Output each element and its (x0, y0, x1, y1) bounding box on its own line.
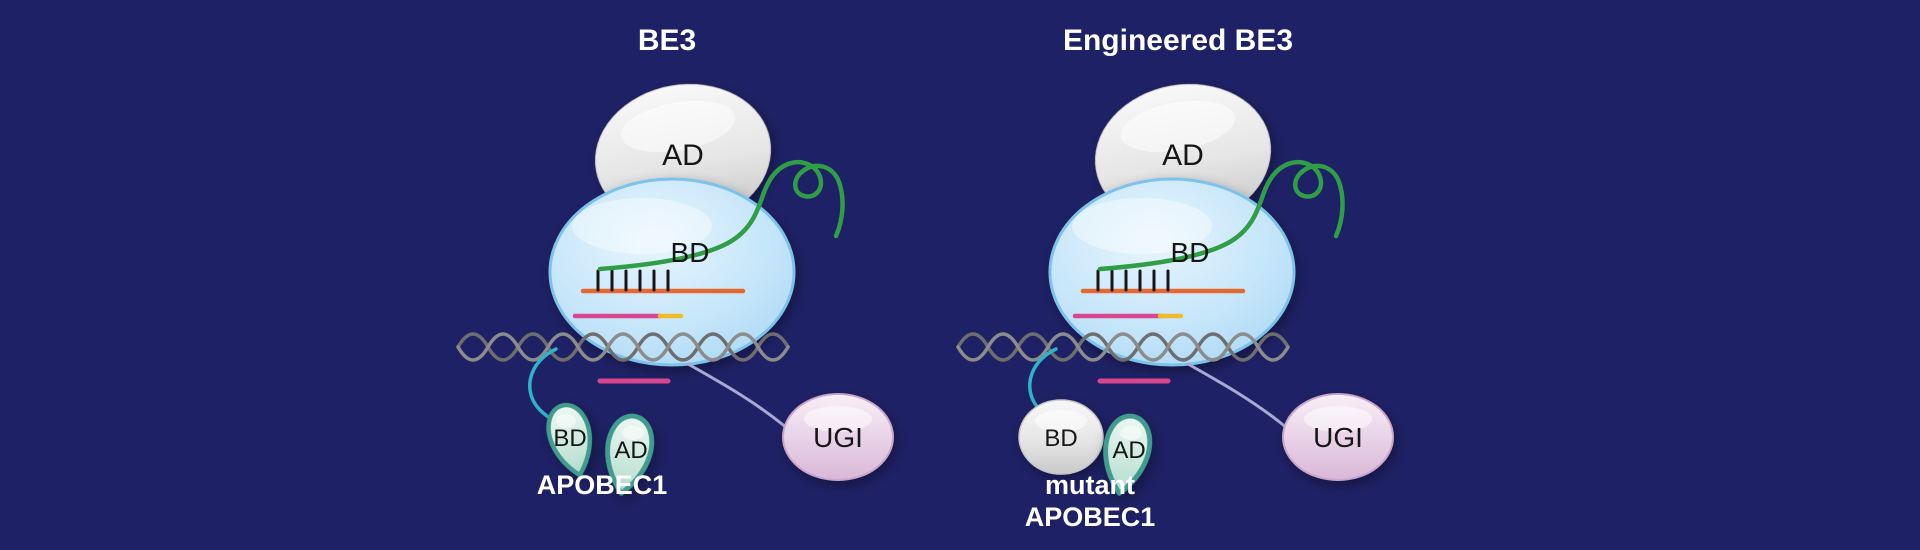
cas9-bd-label: BD (1171, 237, 1210, 268)
ugi-highlight (804, 406, 872, 432)
dna-strand-bottom (956, 332, 1290, 362)
cas9-ad-label: AD (662, 139, 704, 172)
dna-strand-top (456, 332, 790, 362)
dna-helix (956, 332, 1290, 362)
sgrna (1097, 159, 1345, 272)
apobec-bd-label: BD (553, 425, 586, 452)
cas9-bd-highlight (1072, 198, 1212, 254)
cas9-ad-highlight (620, 100, 736, 153)
apobec-bd-leaf (543, 401, 599, 480)
ugi-label: UGI (813, 422, 863, 453)
panel-be3: BE3 (456, 24, 894, 500)
ugi-linker (686, 362, 796, 439)
ugi-linker (1186, 362, 1296, 439)
dna-strand-bottom (456, 332, 790, 362)
apobec-name-line1: APOBEC1 (537, 470, 668, 500)
cas9-ad-highlight (1120, 100, 1236, 153)
dna-strand-top (956, 332, 1290, 362)
apobec-bd-label: BD (1044, 425, 1077, 452)
panel-title: BE3 (638, 24, 696, 57)
cas9-bd-domain (548, 177, 796, 367)
apobec-name-line2: APOBEC1 (1025, 502, 1156, 532)
panel-title: Engineered BE3 (1063, 24, 1293, 57)
base-pair-ticks (596, 269, 670, 292)
cas9-ad-label: AD (1162, 139, 1204, 172)
base-pair-ticks (1096, 269, 1170, 292)
apobec-mutant-bd-highlight (1035, 410, 1087, 432)
cas9-bd-label: BD (671, 237, 710, 268)
cas9-bd-highlight (572, 198, 712, 254)
ugi-label: UGI (1313, 422, 1363, 453)
sgrna (597, 159, 845, 272)
cas9-bd-domain (1048, 177, 1296, 367)
apobec-ad-label: AD (614, 437, 647, 464)
apobec-ad-label: AD (1112, 437, 1145, 464)
panel-engineered-be3: Engineered BE3 (956, 24, 1394, 532)
apobec-name-line1: mutant (1045, 470, 1135, 500)
ugi-highlight (1304, 406, 1372, 432)
apobec-ad-leaf (600, 413, 656, 497)
apobec-ad-leaf (1098, 413, 1154, 497)
dna-helix (456, 332, 790, 362)
